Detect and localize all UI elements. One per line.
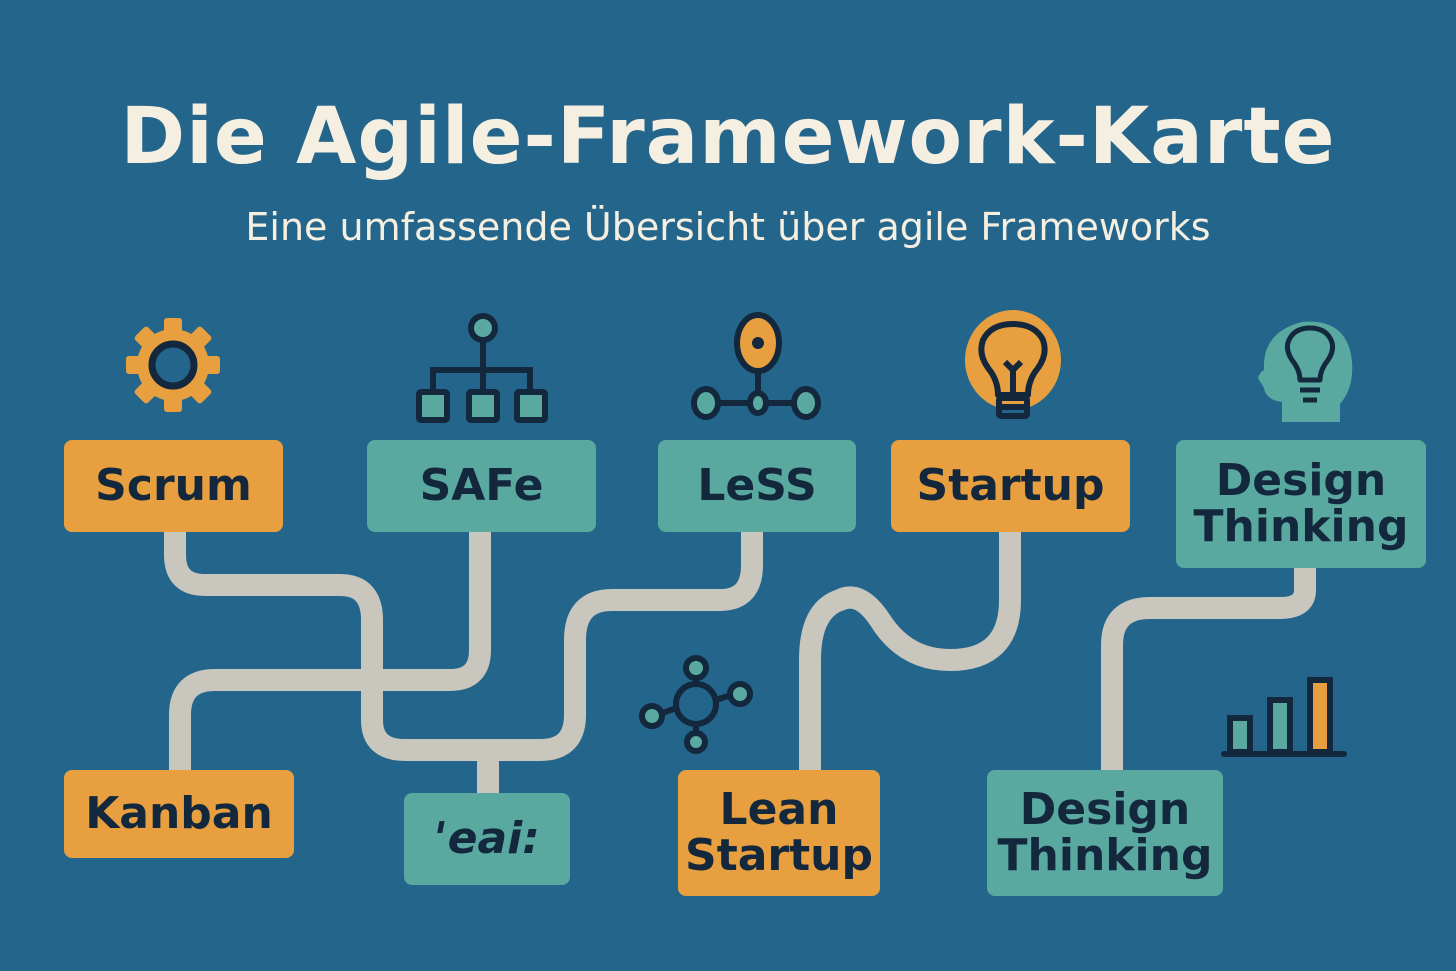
node-lean[interactable]: ꞌeai: xyxy=(404,793,570,885)
head-lightbulb-icon xyxy=(1258,321,1353,422)
node-safe[interactable]: SAFe xyxy=(367,440,596,532)
hierarchy-icon xyxy=(416,313,548,423)
network-nodes-icon xyxy=(691,312,821,420)
node-scrum[interactable]: Scrum xyxy=(64,440,283,532)
hub-icon xyxy=(639,655,753,754)
gear-icon xyxy=(126,318,220,412)
node-less[interactable]: LeSS xyxy=(658,440,856,532)
node-design-thinking-bottom[interactable]: Design Thinking xyxy=(987,770,1223,896)
node-design-thinking-top[interactable]: Design Thinking xyxy=(1176,440,1426,568)
node-startup[interactable]: Startup xyxy=(891,440,1130,532)
page-title: Die Agile-Framework-Karte xyxy=(120,92,1336,182)
lightbulb-icon xyxy=(965,310,1061,419)
node-lean-startup[interactable]: Lean Startup xyxy=(678,770,880,896)
bar-chart-icon xyxy=(1221,677,1347,757)
page-subtitle: Eine umfassende Übersicht über agile Fra… xyxy=(245,205,1211,249)
node-kanban[interactable]: Kanban xyxy=(64,770,294,858)
